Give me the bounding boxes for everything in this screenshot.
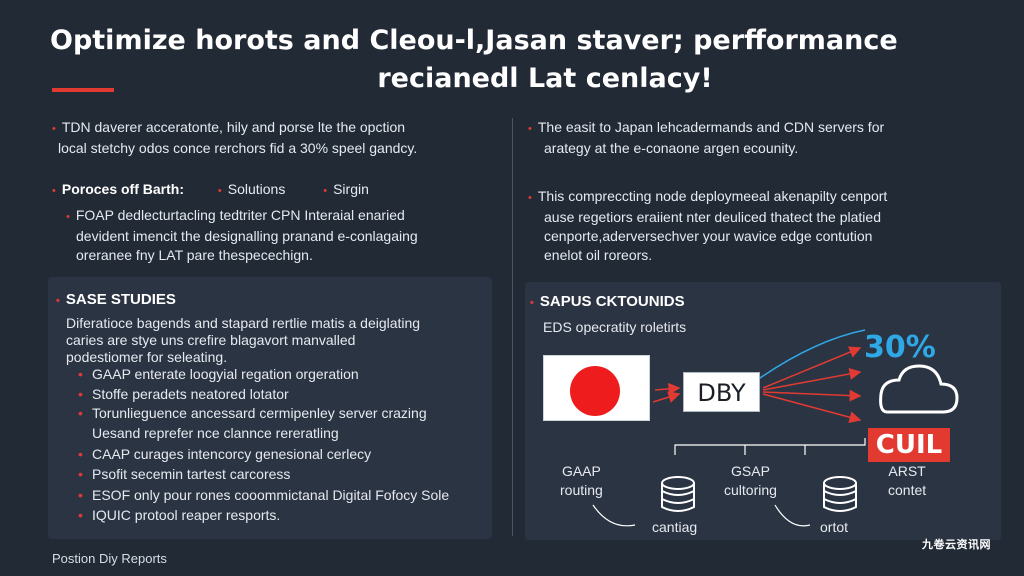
list-item: • Stoffe peradets neatored lotator	[78, 385, 488, 405]
label-gaap-1: GAAP	[561, 463, 601, 479]
cloud-icon	[879, 364, 959, 414]
right-intro: • The easit to Japan lehcadermands and CD…	[528, 118, 998, 158]
title-line-2: recianedl Lat cenlacy!	[377, 63, 713, 94]
list-item-text: Stoffe peradets neatored lotator	[92, 385, 289, 402]
process-row: • Poroces off Barth: • Solutions • Sirgin	[52, 180, 502, 201]
bullet-icon: •	[78, 405, 83, 421]
label-arst-1: ARST	[888, 463, 926, 479]
label-cantiag: cantiag	[652, 519, 698, 535]
right-intro-line-1: The easit to Japan lehcadermands and CDN…	[537, 119, 885, 135]
label-gsap-2: cultoring	[724, 482, 777, 498]
label-gaap: GAAP routing	[560, 462, 603, 500]
dby-box: DBY	[683, 372, 760, 412]
label-ortot: ortot	[820, 519, 849, 535]
bullet-icon: •	[217, 185, 222, 197]
japan-flag	[543, 355, 650, 421]
network-diagram	[592, 329, 959, 527]
footer-text: Postion Diy Reports	[52, 551, 167, 566]
label-arst: ARST contet	[888, 462, 926, 500]
list-item-text: CAAP curages intencorcy genesional cerle…	[92, 446, 372, 462]
list-item: • Torunlieguence ancessard cermipenley se…	[78, 404, 488, 424]
title-accent-bar	[52, 88, 114, 92]
arrow-line	[762, 393, 862, 424]
bracket-line	[674, 438, 866, 455]
bullet-icon: •	[530, 297, 534, 309]
list-item-text: IQUIC protool reaper resports.	[92, 506, 281, 523]
page-title: Optimize horots and Cleou-l,Jasan staver…	[50, 22, 950, 98]
case-studies-desc: Diferatioce bagends and stapard rertlie …	[66, 315, 486, 366]
list-item-text: Torunlieguence ancessard cermipenley ser…	[92, 405, 427, 421]
bullet-icon: •	[528, 192, 532, 204]
right-para-line-4: enelot oil roreors.	[544, 247, 653, 263]
column-divider	[512, 118, 513, 536]
database-icon	[661, 476, 695, 512]
bullet-icon: •	[78, 385, 83, 402]
arrow-line	[762, 346, 862, 389]
bullet-icon: •	[78, 446, 83, 462]
arrow-line	[762, 368, 862, 391]
process-tag-solutions: Solutions	[227, 181, 286, 197]
process-line-1: FOAP dedlecturtacling tedtriter CPN Inte…	[75, 207, 405, 223]
bullet-icon: •	[78, 506, 83, 523]
list-item-text: Psofit secemin tartest carcoress	[92, 465, 291, 482]
diagram-heading: • SAPUS CKTOUNIDS	[530, 293, 685, 310]
right-intro-line-2: arategy at the e-conaone argen ecounity.	[544, 140, 799, 156]
list-item-text: GAAP enterate loogyial regation orgerati…	[92, 366, 359, 382]
arrow-line	[652, 391, 681, 403]
arrow-line	[762, 389, 862, 402]
title-line-1: Optimize horots and Cleou-l,Jasan staver…	[50, 25, 898, 56]
list-item: • CAAP curages intencorcy genesional cerl…	[78, 445, 488, 465]
process-description: • FOAP dedlecturtacling tedtriter CPN Int…	[66, 206, 506, 265]
case-desc-line-3: podestiomer for seleating.	[66, 349, 228, 365]
case-studies-panel: • SASE STUDIES Diferatioce bagends and st…	[48, 277, 492, 539]
label-arst-2: contet	[888, 482, 927, 498]
bullet-icon: •	[52, 185, 56, 197]
case-studies-list: • GAAP enterate loogyial regation orgerat…	[78, 365, 488, 525]
cuil-badge: CUIL	[868, 428, 950, 462]
list-item: • ESOF only pour rones cooommictanal Digi…	[78, 486, 488, 506]
connector-curve	[592, 504, 636, 527]
case-desc-line-2: caries are stye uns crefire blagavort ma…	[66, 332, 356, 348]
list-item: • IQUIC protool reaper resports.	[78, 506, 488, 526]
diagram-subheading: EDS opecratity roletirts	[543, 319, 687, 335]
bullet-icon: •	[56, 295, 60, 307]
list-item: • GAAP enterate loogyial regation orgerat…	[78, 365, 488, 385]
bullet-icon: •	[66, 211, 70, 223]
list-item: • Psofit secemin tartest carcoress	[78, 465, 488, 485]
process-line-2: devident imencit the designalling pranan…	[76, 228, 418, 244]
bullet-icon: •	[323, 185, 328, 197]
list-item-text: Uesand reprefer nce clannce rereratling	[92, 424, 339, 441]
left-intro: • TDN daverer acceratonte, hily and porse…	[52, 118, 502, 158]
percent-label: 30%	[864, 330, 936, 365]
case-studies-heading-text: SASE STUDIES	[65, 291, 176, 308]
connector-curve	[774, 504, 811, 527]
case-desc-line-1: Diferatioce bagends and stapard rertlie …	[66, 315, 421, 331]
list-item: Uesand reprefer nce clannce rereratling	[78, 424, 488, 444]
case-studies-heading: • SASE STUDIES	[56, 291, 176, 308]
label-gsap: GSAP cultoring	[724, 462, 777, 500]
bullet-icon: •	[78, 366, 83, 382]
right-para-line-2: ause regetiors eraiient nter deuliced th…	[544, 209, 881, 225]
right-para-line-3: cenporte,aderversechver your wavice edge…	[544, 228, 873, 244]
curve-line	[756, 329, 866, 381]
watermark: 九卷云资讯网	[922, 539, 991, 551]
right-para-line-1: This compreccting node deploymeeal akena…	[537, 188, 888, 204]
bullet-icon: •	[78, 465, 83, 482]
process-label: Poroces off Barth:	[61, 181, 184, 197]
right-paragraph: • This compreccting node deploymeeal aken…	[528, 187, 998, 265]
bullet-icon: •	[78, 487, 83, 503]
process-tag-sirgin: Sirgin	[333, 181, 369, 197]
left-intro-line-2: local stetchy odos conce rerchors fid a …	[58, 140, 418, 156]
flag-sun	[570, 366, 620, 416]
arrow-line	[654, 382, 681, 395]
bullet-icon: •	[528, 123, 532, 135]
diagram-heading-text: SAPUS CKTOUNIDS	[539, 293, 685, 310]
list-item-text: ESOF only pour rones cooommictanal Digit…	[92, 487, 450, 503]
database-icon	[823, 476, 857, 512]
label-gsap-1: GSAP	[731, 463, 770, 479]
process-line-3: oreranee fny LAT pare thespecechign.	[76, 247, 313, 263]
label-gaap-2: routing	[560, 482, 603, 498]
left-intro-line-1: TDN daverer acceratonte, hily and porse …	[61, 119, 406, 135]
bullet-icon: •	[52, 123, 56, 135]
